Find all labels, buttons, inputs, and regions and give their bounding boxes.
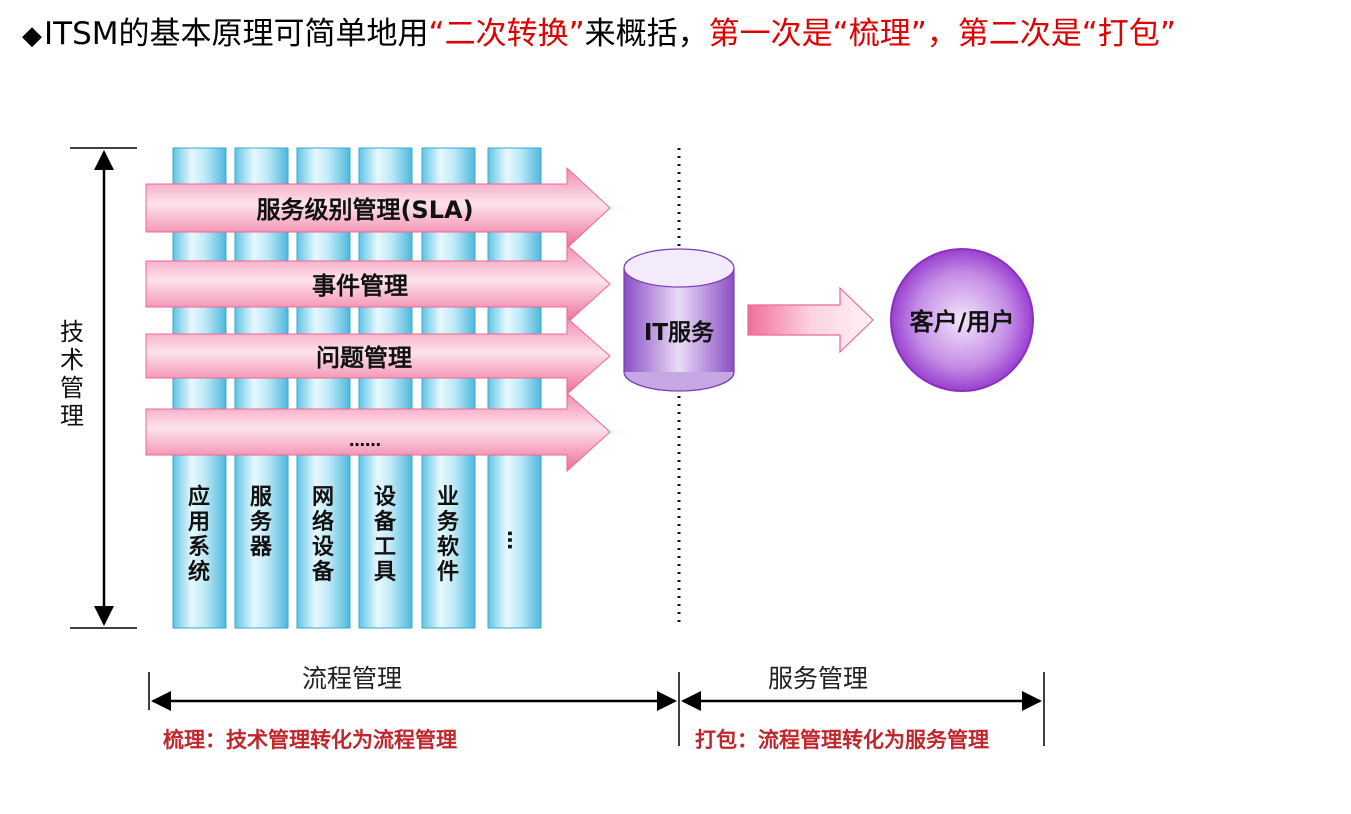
arrow-more <box>145 391 611 473</box>
column-label-char: 用 <box>188 510 210 535</box>
axis-label-char: 管 <box>60 374 84 402</box>
column-label-char: 系 <box>188 535 210 560</box>
headline-part-2: “二次转换” <box>428 16 585 52</box>
column-label-char: 器 <box>249 535 273 560</box>
arrow-label-incident: 事件管理 <box>312 272 408 300</box>
column-label-char: 统 <box>188 559 210 585</box>
customer-circle: 客户/用户 <box>890 248 1034 392</box>
customer-label: 客户/用户 <box>910 308 1015 336</box>
column-label-char: 设 <box>312 535 334 560</box>
column-labels: 应 用 系 统 服 务 器 网 络 设 备 设 备 工 具 业 务 软 件 … <box>188 484 527 585</box>
process-arrows: 服务级别管理(SLA) 事件管理 问题管理 …… <box>145 166 611 473</box>
headline-part-3: 来概括， <box>584 16 709 52</box>
column-label-char: 件 <box>437 560 459 585</box>
note-packaging: 打包：流程管理转化为服务管理 <box>695 728 989 752</box>
column-label-char: 网 <box>312 485 334 510</box>
arrow-label-sla: 服务级别管理(SLA) <box>256 196 473 224</box>
technology-columns <box>172 147 542 629</box>
column-label-char: 业 <box>437 485 459 510</box>
column-label-char: 备 <box>373 509 397 535</box>
it-service-label: IT服务 <box>644 320 715 346</box>
arrow-label-more: …… <box>349 431 381 450</box>
column-label-char: 工 <box>374 535 396 560</box>
bullet-diamond-icon: ◆ <box>22 21 42 51</box>
column-label-char: 务 <box>437 510 460 535</box>
arrow-to-customer <box>747 286 874 354</box>
axis-label-char: 技 <box>60 318 84 346</box>
column-label-char: 软 <box>437 534 459 560</box>
arrow-sla <box>145 166 611 250</box>
arrow-label-problem: 问题管理 <box>316 344 412 372</box>
arrow-problem <box>145 316 611 396</box>
it-service-cylinder: IT服务 <box>623 248 735 392</box>
headline: ◆ITSM的基本原理可简单地用“二次转换”来概括，第一次是“梳理”，第二次是“打… <box>22 10 1176 60</box>
column-label-char: 备 <box>311 559 335 585</box>
service-management-label: 服务管理 <box>768 664 868 693</box>
axis-label-char: 理 <box>60 402 84 430</box>
column-label-char: 具 <box>374 560 396 585</box>
headline-part-4: 第一次是“梳理”，第二次是“打包” <box>708 16 1176 52</box>
note-sorting: 梳理：技术管理转化为流程管理 <box>163 728 457 752</box>
column-label-char: 务 <box>250 510 273 535</box>
column-label-char: 设 <box>374 485 396 510</box>
bottom-ranges: 流程管理 服务管理 梳理：技术管理转化为流程管理 打包：流程管理转化为服务管理 <box>148 664 1045 752</box>
axis-label-char: 术 <box>60 346 84 374</box>
column-label-char: 应 <box>188 484 210 510</box>
process-management-label: 流程管理 <box>302 664 402 693</box>
column-label-char: 络 <box>312 509 334 535</box>
arrow-incident <box>145 243 611 325</box>
headline-part-1: ITSM的基本原理可简单地用 <box>44 16 429 52</box>
column-label-ellipsis: … <box>503 530 527 550</box>
technical-management-axis: 技 术 管 理 <box>60 147 137 629</box>
column-label-char: 服 <box>250 485 273 510</box>
